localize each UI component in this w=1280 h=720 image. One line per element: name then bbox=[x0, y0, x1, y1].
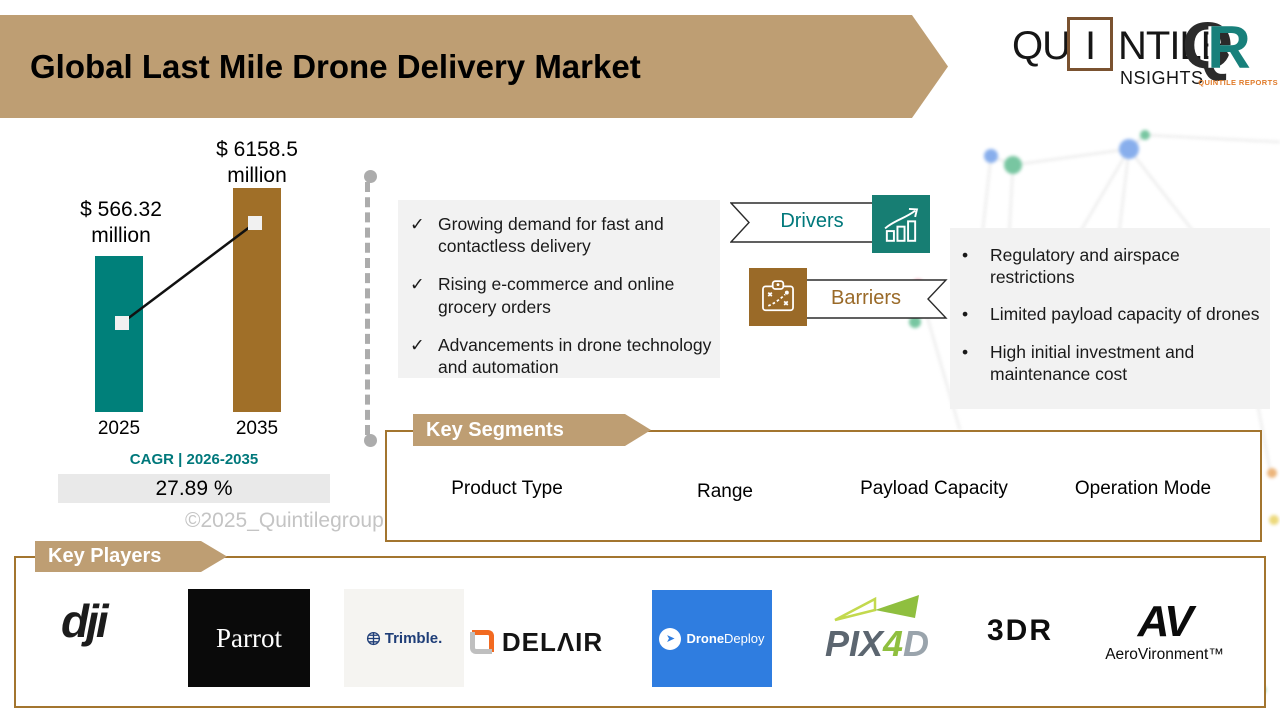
barriers-ribbon: Barriers bbox=[800, 279, 948, 319]
check-icon: ✓ bbox=[410, 274, 425, 295]
growth-chart-icon bbox=[872, 195, 930, 253]
barrier-text: Limited payload capacity of drones bbox=[990, 304, 1260, 325]
barriers-list: • Regulatory and airspace restrictions •… bbox=[950, 228, 1270, 409]
barrier-item: • High initial investment and maintenanc… bbox=[962, 341, 1264, 385]
driver-text: Rising e-commerce and online grocery ord… bbox=[438, 274, 675, 317]
segment-operation-mode: Operation Mode bbox=[1074, 478, 1212, 499]
trimble-globe-icon bbox=[366, 631, 380, 645]
cagr-value: 27.89 % bbox=[155, 477, 233, 500]
dashed-divider bbox=[364, 170, 377, 447]
key-segments-banner: Key Segments bbox=[413, 414, 651, 446]
page-title: Global Last Mile Drone Delivery Market bbox=[30, 47, 641, 85]
barrier-text: High initial investment and maintenance … bbox=[990, 341, 1195, 384]
key-segments-title: Key Segments bbox=[426, 418, 564, 441]
dji-logo: dji bbox=[61, 595, 109, 647]
divider-dot-top bbox=[364, 170, 377, 183]
pix4d-d: D bbox=[903, 623, 930, 664]
delair-logo-text: DELΛIR bbox=[501, 626, 604, 657]
segment-product-type: Product Type bbox=[451, 478, 563, 499]
copyright-watermark: ©2025_Quintilegroup bbox=[185, 509, 384, 532]
pix4d-pix: PIX bbox=[824, 623, 883, 664]
check-icon: ✓ bbox=[410, 334, 425, 355]
logo-q: Q bbox=[1182, 8, 1234, 82]
cagr-label: CAGR | 2026-2035 bbox=[129, 451, 259, 468]
cagr-value-box: 27.89 % bbox=[58, 474, 330, 503]
axis-label-2035: 2035 bbox=[235, 418, 279, 439]
parrot-logo: Parrot bbox=[188, 589, 310, 687]
pix4d-logo: PIX4D bbox=[807, 592, 947, 684]
ribbon-shape bbox=[730, 202, 880, 243]
segment-range: Range bbox=[697, 481, 753, 502]
logo-frame-square bbox=[1067, 17, 1113, 71]
dronedeploy-arrow-icon: ➤ bbox=[659, 627, 682, 650]
dronedeploy-logo-text: DroneDeploy bbox=[686, 631, 764, 646]
divider-dot-bottom bbox=[364, 434, 377, 447]
drivers-list: ✓ Growing demand for fast and contactles… bbox=[398, 200, 720, 378]
av-subtext: AeroVironment™ bbox=[1105, 646, 1224, 663]
driver-item: ✓ Rising e-commerce and online grocery o… bbox=[410, 273, 714, 317]
drivers-title: Drivers bbox=[780, 210, 844, 232]
key-players-banner: Key Players bbox=[35, 541, 227, 572]
dronedeploy-logo: ➤ DroneDeploy bbox=[652, 590, 772, 687]
logo-subtext: QUINTILE REPORTS bbox=[1198, 78, 1278, 87]
aerovironment-logo: AV AeroVironment™ bbox=[1097, 600, 1232, 664]
check-icon: ✓ bbox=[410, 214, 425, 234]
barrier-item: • Regulatory and airspace restrictions bbox=[962, 244, 1264, 288]
av-mark: AV bbox=[1137, 597, 1194, 646]
value-label-2025: $ 566.32 million bbox=[80, 198, 162, 247]
delair-brackets-icon bbox=[469, 630, 494, 654]
logo-r: R bbox=[1207, 14, 1251, 81]
pix4d-4: 4 bbox=[883, 623, 904, 664]
axis-label-2025: 2025 bbox=[97, 418, 141, 439]
driver-text: Advancements in drone technology and aut… bbox=[438, 334, 712, 378]
segment-payload-capacity: Payload Capacity bbox=[860, 478, 1008, 499]
bullet-icon: • bbox=[962, 304, 969, 325]
barrier-item: • Limited payload capacity of drones bbox=[962, 303, 1264, 325]
logo-text: QU bbox=[1012, 24, 1071, 68]
drivers-ribbon: Drivers bbox=[730, 202, 880, 243]
logo-text: I bbox=[1085, 24, 1097, 68]
bar-2025 bbox=[95, 256, 143, 412]
parrot-logo-text: Parrot bbox=[216, 622, 282, 653]
ribbon-shape bbox=[800, 279, 948, 319]
trimble-logo: Trimble. bbox=[344, 589, 464, 687]
logo-text: NTILE bbox=[1118, 24, 1227, 68]
delair-logo: DELΛIR bbox=[464, 606, 609, 678]
pix4d-logo-text: PIX4D bbox=[807, 626, 947, 662]
title-banner: Global Last Mile Drone Delivery Market bbox=[0, 15, 948, 118]
key-segments-box bbox=[385, 430, 1262, 542]
driver-item: ✓ Advancements in drone technology and a… bbox=[410, 334, 714, 378]
quintile-insights-logo: QU I NTILE NSIGHTS bbox=[1012, 16, 1227, 94]
quintile-reports-logo: QR QUINTILE REPORTS bbox=[1182, 12, 1278, 92]
barrier-text: Regulatory and airspace restrictions bbox=[990, 245, 1180, 288]
driver-item: ✓ Growing demand for fast and contactles… bbox=[410, 213, 714, 257]
trend-line bbox=[115, 216, 262, 330]
logo-subtext: NSIGHTS bbox=[1120, 68, 1204, 88]
bullet-icon: • bbox=[962, 245, 969, 265]
bullet-icon: • bbox=[962, 341, 969, 362]
trimble-logo-text: Trimble. bbox=[384, 629, 443, 647]
pix4d-ribbon-icon bbox=[834, 595, 919, 622]
driver-text: Growing demand for fast and contactless … bbox=[438, 214, 664, 257]
value-label-2035: $ 6158.5 million bbox=[216, 138, 298, 187]
dronedeploy-rest: Deploy bbox=[724, 631, 765, 646]
key-players-box: dji Parrot Trimble. DELΛIR ➤ DroneDeploy bbox=[14, 556, 1266, 708]
3dr-logo: 3DR bbox=[987, 614, 1054, 647]
strategy-clipboard-icon bbox=[749, 268, 807, 326]
barriers-title: Barriers bbox=[830, 287, 901, 309]
dronedeploy-bold: Drone bbox=[686, 631, 725, 646]
key-players-title: Key Players bbox=[48, 545, 162, 567]
